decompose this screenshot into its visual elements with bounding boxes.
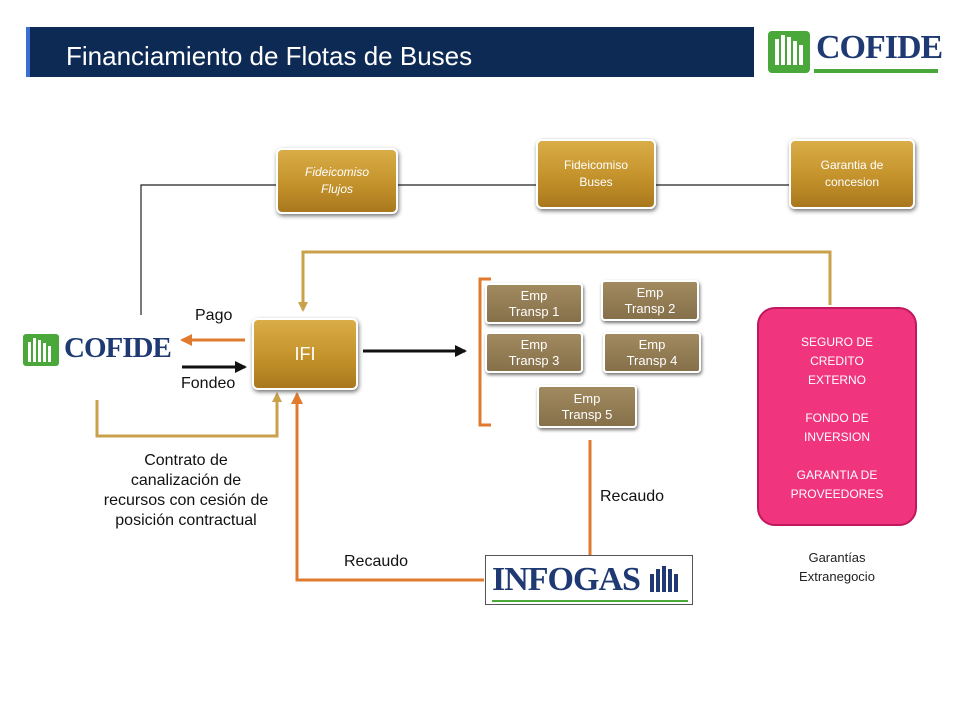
cofide-logo-text: COFIDE	[816, 29, 943, 66]
infogas-logo: INFOGAS	[485, 555, 693, 605]
title-bar: Financiamiento de Flotas de Buses	[26, 27, 754, 77]
company-box: Emp Transp 5	[537, 385, 637, 428]
contract-arrow	[95, 392, 282, 438]
companies-bracket	[478, 277, 491, 427]
infogas-logo-icon	[650, 566, 678, 592]
title-accent	[26, 27, 30, 77]
company-box: Emp Transp 3	[485, 332, 583, 373]
recaudo-label-right: Recaudo	[600, 488, 665, 505]
cofide-logo-left-icon	[23, 334, 59, 366]
company-box: Emp Transp 1	[485, 283, 583, 324]
ifi-box: IFI	[252, 318, 358, 390]
page-title: Financiamiento de Flotas de Buses	[66, 41, 473, 71]
guarantee-seguro: SEGURO DE CREDITO EXTERNO	[800, 335, 873, 387]
guarantee-arrow	[298, 250, 832, 312]
garantias-label: Garantías Extranegocio	[799, 550, 875, 584]
cofide-logo-icon	[768, 31, 938, 73]
recaudo-arrow	[291, 392, 484, 582]
guarantees-box: SEGURO DE CREDITO EXTERNO FONDO DE INVER…	[757, 307, 917, 526]
contract-label: Contrato de canalización de recursos con…	[103, 452, 269, 529]
company-box: Emp Transp 4	[603, 332, 701, 373]
concession-guarantee-box: Garantia de concesion	[789, 139, 915, 209]
infogas-logo-text: INFOGAS	[492, 561, 641, 598]
guarantee-fondo: FONDO DE INVERSION	[803, 411, 870, 444]
cofide-logo-top: COFIDE	[766, 25, 943, 81]
company-box: Emp Transp 2	[601, 280, 699, 321]
cofide-logo-left-text: COFIDE	[64, 332, 172, 364]
trust-buses-box: Fideicomiso Buses	[536, 139, 656, 209]
fondeo-label: Fondeo	[181, 375, 236, 392]
trust-flujos-box: Fideicomiso Flujos	[276, 148, 398, 214]
guarantee-proveedores: GARANTIA DE PROVEEDORES	[790, 468, 884, 501]
cofide-logo-left: COFIDE	[22, 330, 172, 370]
recaudo-label-bottom: Recaudo	[344, 553, 409, 570]
infogas-underline	[492, 600, 688, 602]
pago-label: Pago	[195, 307, 233, 324]
